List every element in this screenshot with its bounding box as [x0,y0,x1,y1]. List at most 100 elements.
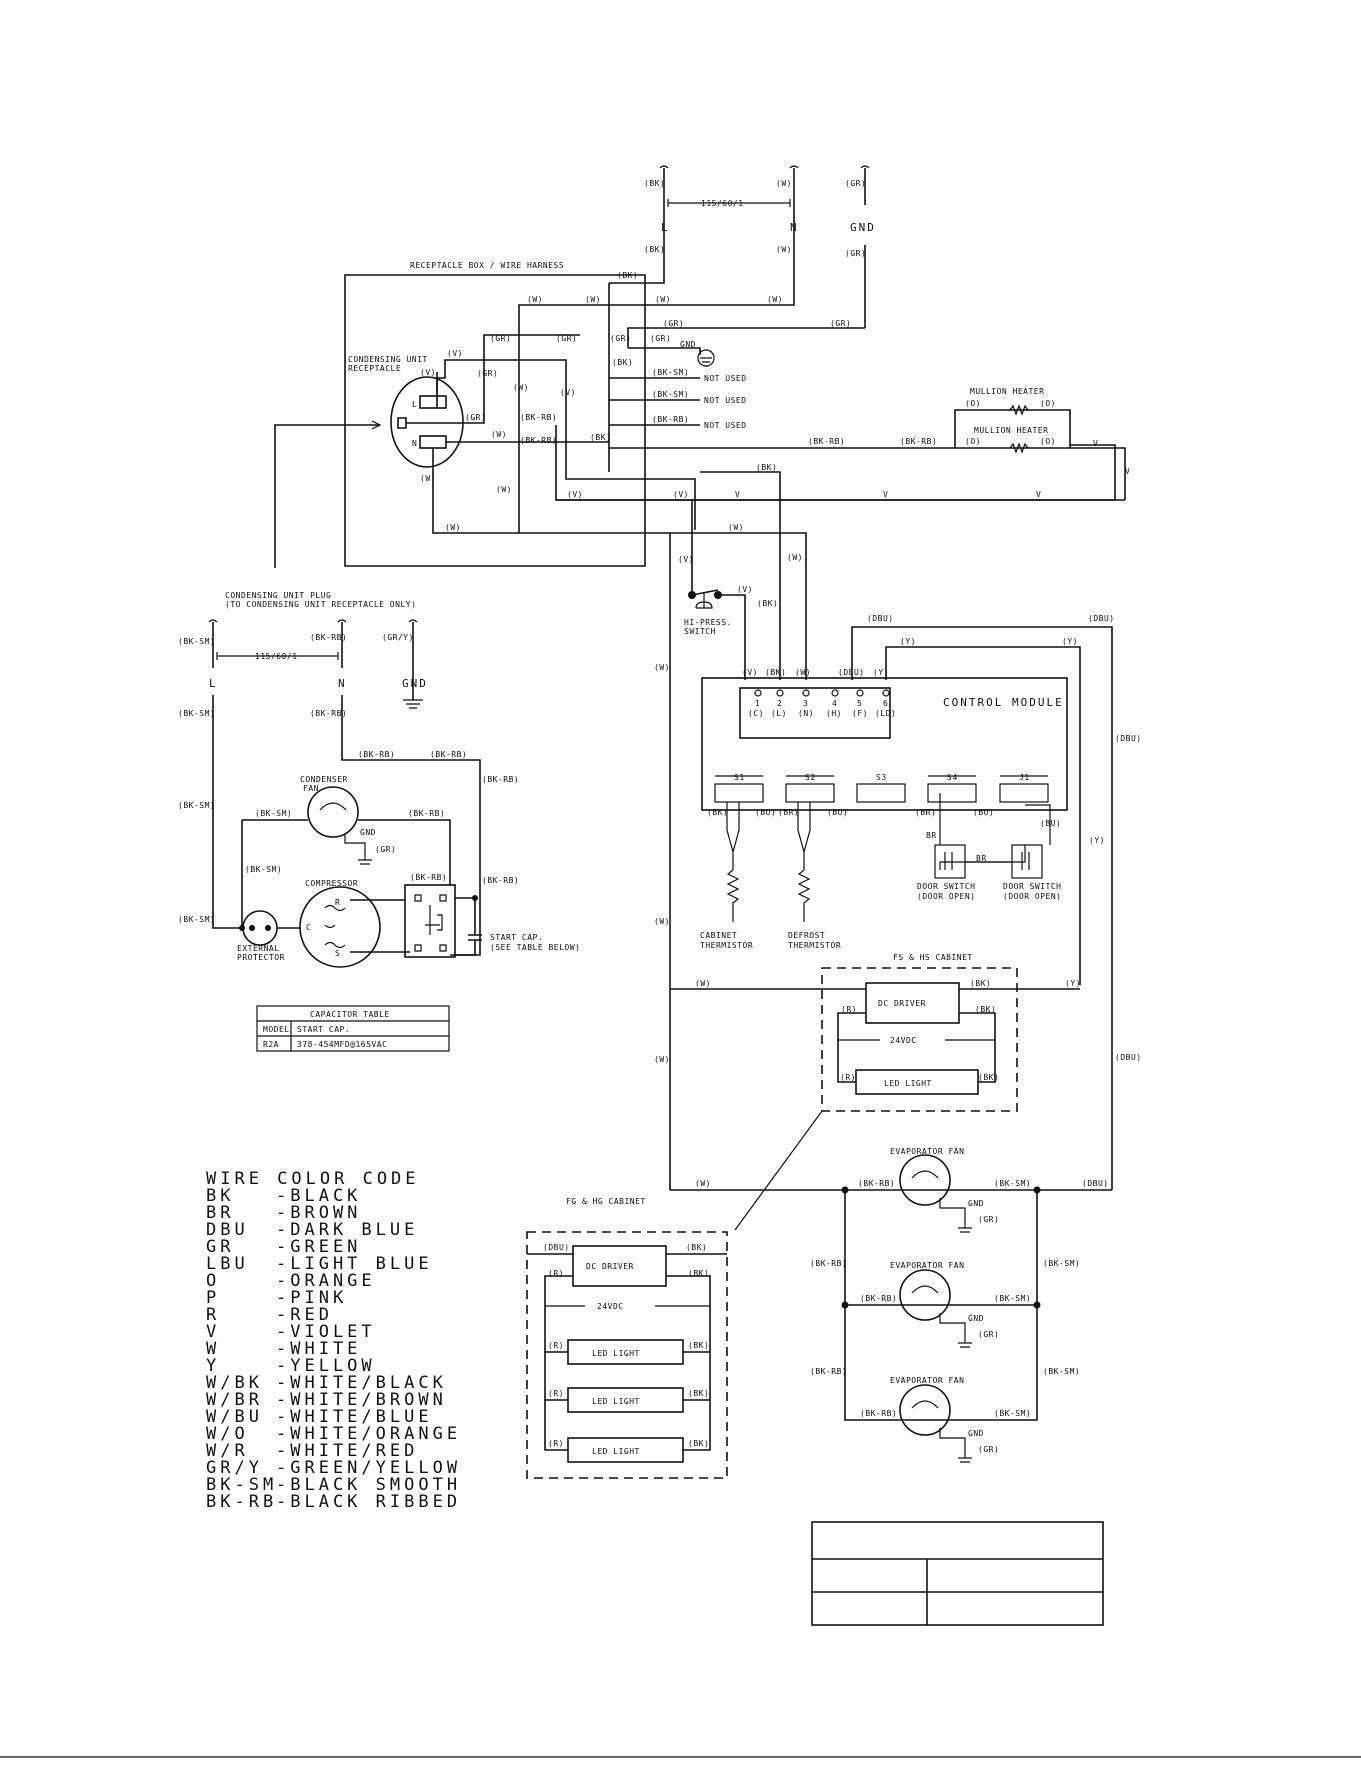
supply-gnd: GND [850,221,876,234]
tag-bkrb-p2: (BK-RB) [310,709,347,718]
tag-v-rec: (V) [447,349,463,358]
control-pins: 1 2 3 4 5 6 (C) (L) (N) (H) (F) (LD) [748,689,896,718]
tag-y-pin: (Y) [873,668,889,677]
tag-w-rec-3: (W) [513,383,529,392]
pin-label-1: (C) [748,709,764,718]
tag-bksm-p3: (BK-SM) [178,801,215,810]
tag-bkrb-p3: (BK-RB) [358,750,395,759]
tag-w-rec-4: (W) [496,485,512,494]
tag-bk-fg3: (BK) [688,1341,709,1350]
supply-tag-w: (W) [776,179,792,188]
start-cap-label-2: (SEE TABLE BELOW) [490,943,580,952]
tag-r-fs2: (R) [840,1073,856,1082]
start-cap-label-1: START CAP. [490,933,543,942]
socket-s2: S2 [805,773,816,782]
tag-bk-nu2: (BK) [590,433,611,442]
evap-gnd-1: GND [968,1199,984,1208]
not-used-2: NOT USED [704,396,747,405]
tag-r-fg2: (R) [548,1341,564,1350]
legend-code-5: O [206,1271,220,1291]
legend-name-6: -PINK [276,1288,347,1308]
fg-cabinet-title: FG & HG CABINET [566,1197,646,1206]
tag-br-th: (BR) [778,808,799,817]
tag-dbu-pin: (DBU) [838,668,865,677]
legend-code-12: W/BR [206,1390,263,1410]
legend-name-10: -YELLOW [276,1356,376,1376]
receptacle-l: L [412,400,417,409]
cap-table-h1: MODEL [263,1025,290,1034]
legend-code-1: BR [206,1203,234,1223]
legend-code-17: BK-SM [206,1475,277,1495]
sensors: (BK) (BU) (BR) (BU) CABINET THERMISTOR D… [700,793,1061,950]
pin-label-4: (H) [826,709,842,718]
tag-bkrb-p5: (BK-RB) [482,775,519,784]
fg-led-label-2: LED LIGHT [592,1397,640,1406]
legend-name-18: -BLACK RIBBED [276,1492,461,1512]
tag-bk-fg4: (BK) [688,1389,709,1398]
tag-v-bus1: (V) [567,490,583,499]
legend-name-9: -WHITE [276,1339,361,1359]
tag-br-ds3: BR [976,854,987,863]
evap-gnd-2: GND [968,1314,984,1323]
legend-name-4: -LIGHT BLUE [276,1254,433,1274]
plug-voltage: 115/60/1 [255,652,298,661]
tag-bk-fs: (BK) [970,979,991,988]
evap-fan-2-label: EVAPORATOR FAN [890,1261,964,1270]
cap-table-model: R2A [263,1040,279,1049]
fs-led-light [855,1069,979,1095]
tag-dbu-cm2: (DBU) [1088,614,1115,623]
tag-bksm-pr: (BK-SM) [245,865,282,874]
tag-v-rec-2: (V) [420,368,436,377]
supply-n: N [790,221,799,234]
tag-w-main2: (W) [654,1055,670,1064]
tag-w-2: (W) [585,295,601,304]
tag-bk-fg5: (BK) [688,1439,709,1448]
tag-w-evap: (W) [695,1179,711,1188]
legend-code-13: W/BU [206,1407,263,1427]
socket-j1: J1 [1019,773,1030,782]
legend-name-3: -GREEN [276,1237,361,1257]
cabinet-thermistor-2: THERMISTOR [700,941,753,950]
supply-l: L [661,221,670,234]
supply-tag-gr-2: (GR) [845,249,866,258]
tag-bk-fg: (BK) [686,1243,707,1252]
tag-dbu-evap: (DBU) [1082,1179,1109,1188]
tag-bksm-e3: (BK-SM) [994,1294,1031,1303]
tag-gr-4: (GR) [610,334,631,343]
tag-bksm-cf: (BK-SM) [255,809,292,818]
cabinet-thermistor-1: CABINET [700,931,737,940]
fs-24vdc: 24VDC [890,1036,917,1045]
tag-bk-fs3: (BK) [978,1073,999,1082]
legend-name-13: -WHITE/BLUE [276,1407,433,1427]
tag-bkrb-m1: (BK-RB) [808,437,845,446]
tag-bk-1: (BK) [617,271,638,280]
legend-name-12: -WHITE/BROWN [276,1390,447,1410]
receptacle-n: N [412,439,417,448]
pin-4: 4 [832,699,837,708]
tag-w-main3: (W) [654,917,670,926]
fg-dc-driver-label: DC DRIVER [586,1262,634,1271]
tag-w-cm: (W) [728,523,744,532]
tag-w-pin: (W) [795,668,811,677]
evap-gnd-3: GND [968,1429,984,1438]
tag-gr-6: (GR) [490,334,511,343]
tag-bkrb-2: (BK-RB) [520,436,557,445]
harness-title: RECEPTACLE BOX / WIRE HARNESS [410,261,564,270]
wire-color-legend: WIRE COLOR CODE BK -BLACK BR -BROWN DBU … [206,1169,461,1512]
tag-bkrb-p1: (BK-RB) [310,633,347,642]
legend-code-4: LBU [206,1254,249,1274]
tag-gr-1: (GR) [830,319,851,328]
tag-bksm-e4: (BK-SM) [1043,1367,1080,1376]
legend-code-9: W [206,1339,220,1359]
evap-fan-3-label: EVAPORATOR FAN [890,1376,964,1385]
tag-gr-cf: (GR) [375,845,396,854]
tag-y-fs: (Y) [1065,979,1081,988]
legend-code-18: BK-RB [206,1492,277,1512]
capacitor-table: CAPACITOR TABLE MODEL START CAP. R2A 378… [256,1005,450,1052]
pin-label-6: (LD) [875,709,896,718]
tag-w-main: (W) [654,663,670,672]
tag-bkrb-p6: (BK-RB) [482,876,519,885]
tag-v-m2: V [1125,467,1130,476]
control-module: CONTROL MODULE (DBU) (DBU) (Y) (Y) (V) (… [701,614,1141,1190]
